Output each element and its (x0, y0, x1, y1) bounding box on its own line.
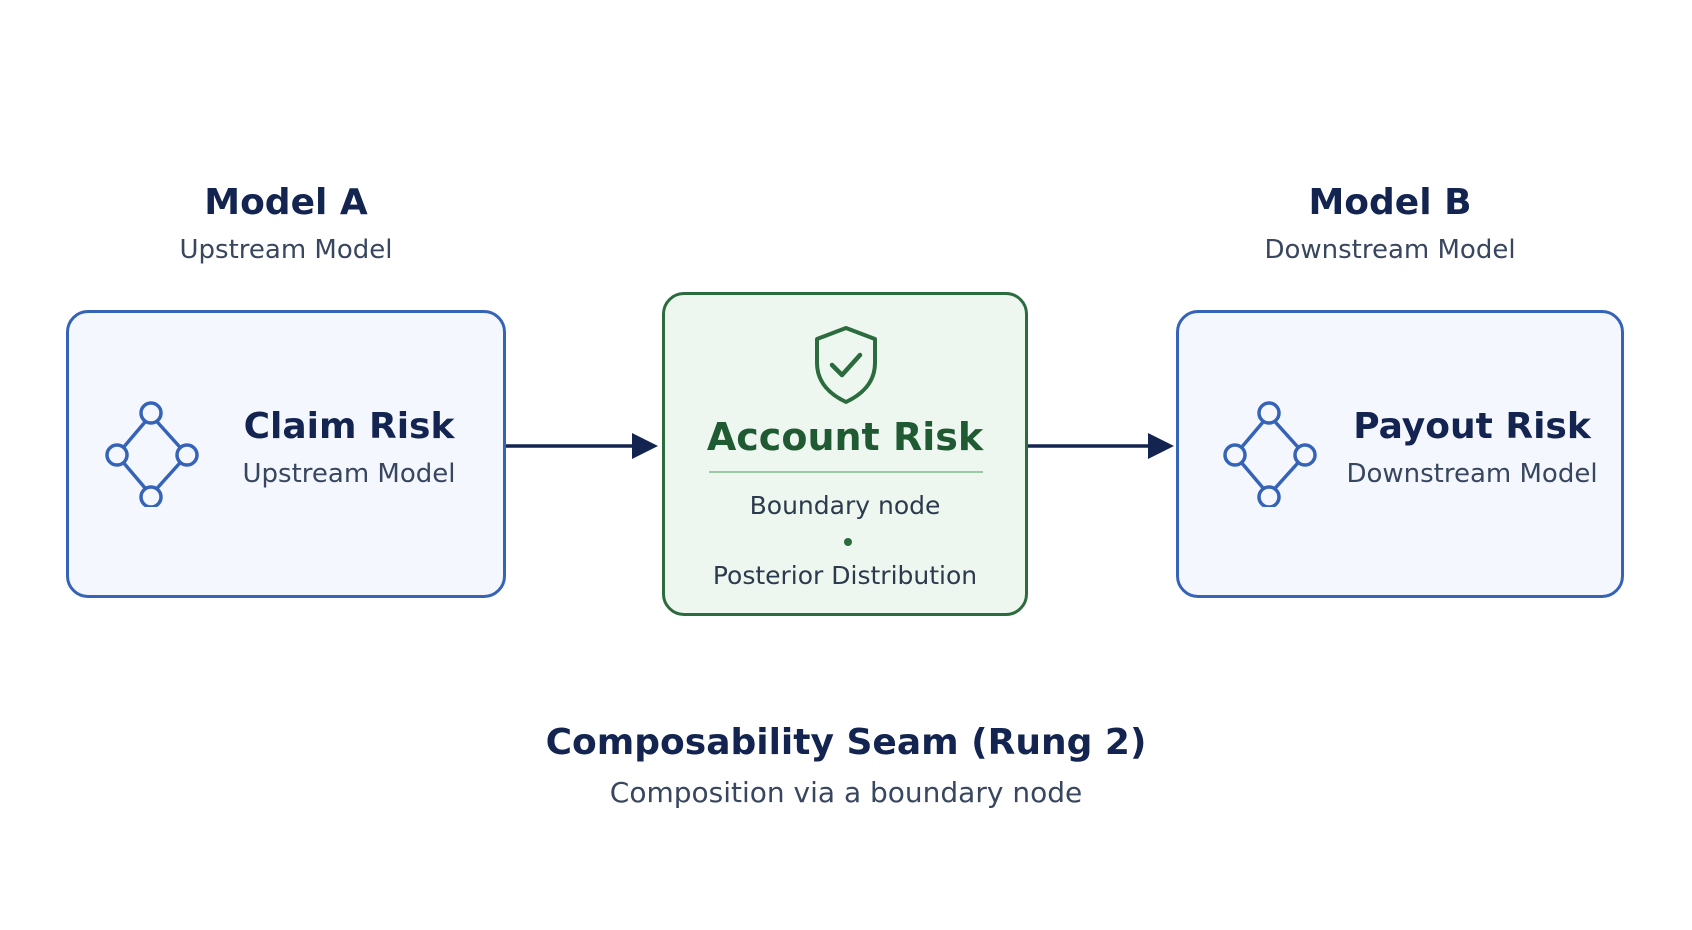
claim-risk-text: Claim Risk Upstream Model (219, 406, 479, 490)
model-a-title: Model A (204, 182, 368, 223)
caption-subtitle: Composition via a boundary node (609, 776, 1083, 809)
caption-title: Composability Seam (Rung 2) (545, 722, 1147, 763)
arrow-center-to-right (1028, 433, 1174, 459)
posterior-distribution-label: Posterior Distribution (712, 561, 978, 590)
boundary-node-label: Boundary node (749, 491, 941, 520)
graph-node-icon (1223, 401, 1317, 507)
payout-risk-box: Payout Risk Downstream Model (1176, 310, 1624, 598)
model-a-heading: Model A Upstream Model (66, 182, 506, 266)
payout-risk-desc: Downstream Model (1346, 459, 1598, 489)
claim-risk-desc: Upstream Model (242, 459, 456, 489)
model-b-title: Model B (1308, 182, 1472, 223)
payout-risk-text: Payout Risk Downstream Model (1337, 406, 1607, 490)
separator-dot (844, 538, 852, 546)
model-b-subtitle: Downstream Model (1264, 235, 1516, 265)
account-risk-box: Account Risk Boundary node Posterior Dis… (662, 292, 1028, 616)
payout-risk-label: Payout Risk (1353, 406, 1591, 447)
claim-risk-label: Claim Risk (243, 406, 455, 447)
claim-risk-box: Claim Risk Upstream Model (66, 310, 506, 598)
model-b-heading: Model B Downstream Model (1170, 182, 1610, 266)
arrow-left-to-center (506, 433, 658, 459)
shield-check-icon (815, 326, 877, 404)
model-a-subtitle: Upstream Model (179, 235, 393, 265)
graph-node-icon (105, 401, 199, 507)
diagram-caption: Composability Seam (Rung 2) Composition … (0, 722, 1692, 810)
center-divider (709, 471, 983, 473)
account-risk-label: Account Risk (706, 415, 984, 459)
